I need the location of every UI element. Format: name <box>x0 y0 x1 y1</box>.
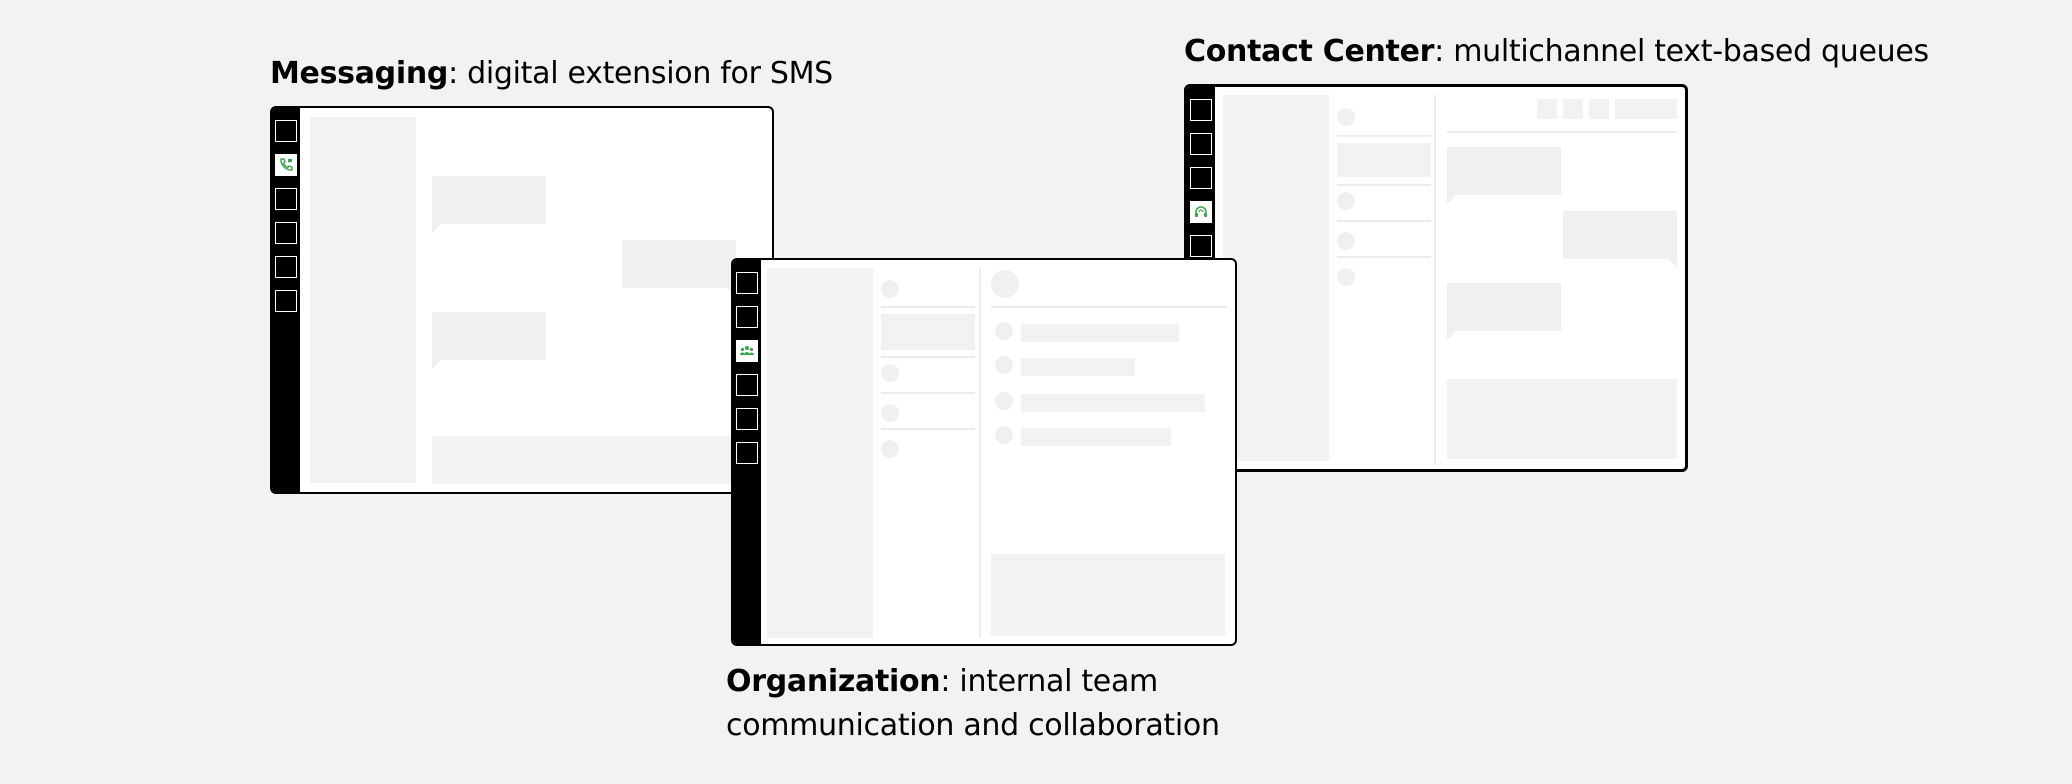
toolbar-button-placeholder[interactable] <box>1563 99 1583 119</box>
nav-item[interactable] <box>736 272 758 294</box>
contact-avatar-placeholder <box>1337 108 1355 126</box>
outgoing-message-placeholder <box>1563 211 1677 268</box>
divider <box>1337 184 1431 186</box>
team-icon <box>740 346 754 355</box>
member-avatar-placeholder <box>881 440 899 458</box>
messaging-caption-title: Messaging <box>270 56 449 91</box>
contact-center-caption: Contact Center: multichannel text-based … <box>1184 30 1929 74</box>
organization-caption-title: Organization <box>726 664 941 699</box>
selected-contact-placeholder <box>1337 143 1431 177</box>
profile-avatar-placeholder <box>991 270 1019 298</box>
nav-item[interactable] <box>275 120 297 142</box>
toolbar-action-placeholder[interactable] <box>1615 99 1677 119</box>
contact-center-window <box>1184 84 1688 472</box>
nav-item[interactable] <box>275 256 297 278</box>
composer-placeholder <box>432 436 752 484</box>
outgoing-message-placeholder <box>622 240 736 297</box>
header-divider <box>991 306 1227 308</box>
composer-placeholder <box>1447 379 1677 459</box>
member-avatar-placeholder <box>881 280 899 298</box>
nav-item[interactable] <box>1190 167 1212 189</box>
nav-item-messaging[interactable] <box>275 154 297 176</box>
panel-divider <box>979 268 981 638</box>
nav-item[interactable] <box>1190 235 1212 257</box>
nav-item[interactable] <box>1190 133 1212 155</box>
list-item-avatar-placeholder <box>995 356 1013 374</box>
nav-item[interactable] <box>1190 99 1212 121</box>
list-item-placeholder <box>1021 358 1135 376</box>
phone-sms-icon <box>280 158 293 171</box>
list-item-avatar-placeholder <box>995 392 1013 410</box>
nav-item[interactable] <box>736 442 758 464</box>
organization-caption-desc-line2: communication and collaboration <box>726 708 1220 743</box>
messaging-nav-rail <box>272 108 300 492</box>
member-avatar-placeholder <box>881 364 899 382</box>
divider <box>881 428 975 430</box>
contact-center-caption-title: Contact Center <box>1184 34 1435 69</box>
divider <box>1337 135 1431 137</box>
header-divider <box>1447 131 1677 133</box>
toolbar-button-placeholder[interactable] <box>1537 99 1557 119</box>
divider <box>1337 256 1431 258</box>
list-item-avatar-placeholder <box>995 322 1013 340</box>
contact-avatar-placeholder <box>1337 192 1355 210</box>
nav-item[interactable] <box>275 188 297 210</box>
contact-avatar-placeholder <box>1337 232 1355 250</box>
organization-caption: Organization: internal team communicatio… <box>726 660 1220 748</box>
incoming-message-placeholder <box>432 312 546 369</box>
messaging-caption: Messaging: digital extension for SMS <box>270 52 833 96</box>
composer-placeholder <box>991 554 1225 636</box>
conversation-list-placeholder <box>310 117 416 483</box>
panel-divider <box>1434 95 1436 465</box>
nav-item[interactable] <box>736 374 758 396</box>
channel-list-placeholder <box>767 268 873 638</box>
incoming-message-placeholder <box>1447 147 1561 204</box>
organization-nav-rail <box>733 260 761 644</box>
list-item-avatar-placeholder <box>995 426 1013 444</box>
nav-item[interactable] <box>736 306 758 328</box>
incoming-message-placeholder <box>1447 283 1561 340</box>
list-item-placeholder <box>1021 394 1205 412</box>
organization-window <box>731 258 1237 646</box>
incoming-message-placeholder <box>432 176 546 233</box>
queue-list-placeholder <box>1223 95 1329 461</box>
divider <box>881 392 975 394</box>
nav-item-organization[interactable] <box>736 340 758 362</box>
nav-item[interactable] <box>736 408 758 430</box>
divider <box>1337 220 1431 222</box>
organization-caption-desc-line1: : internal team <box>940 664 1158 699</box>
member-avatar-placeholder <box>881 404 899 422</box>
selected-channel-placeholder <box>881 314 975 350</box>
messaging-caption-desc: : digital extension for SMS <box>448 56 833 91</box>
messaging-window <box>270 106 774 494</box>
nav-item-contact-center[interactable] <box>1190 201 1212 223</box>
contact-avatar-placeholder <box>1337 268 1355 286</box>
nav-item[interactable] <box>275 290 297 312</box>
divider <box>881 356 975 358</box>
contact-center-caption-desc: : multichannel text-based queues <box>1434 34 1929 69</box>
list-item-placeholder <box>1021 324 1179 342</box>
toolbar-button-placeholder[interactable] <box>1589 99 1609 119</box>
nav-item[interactable] <box>275 222 297 244</box>
divider <box>881 306 975 308</box>
headset-icon <box>1195 206 1207 217</box>
list-item-placeholder <box>1021 428 1171 446</box>
